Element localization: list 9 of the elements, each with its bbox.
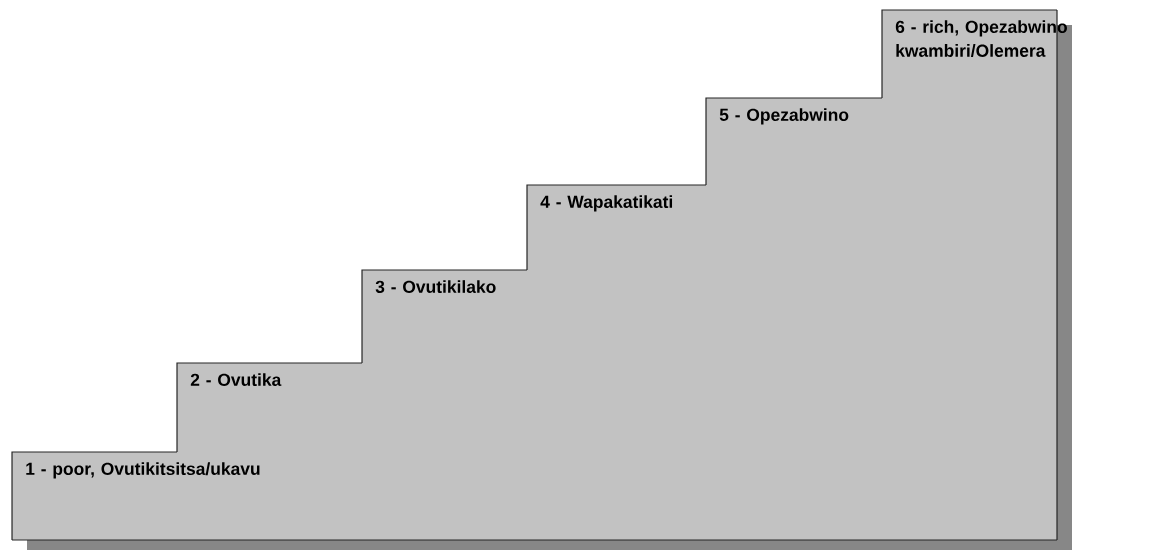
stair-step: 3 - Ovutikilako — [361, 269, 1058, 364]
stair-step: 1 - poor, Ovutikitsitsa/ukavu — [11, 451, 1058, 541]
node-label: 1 - poor, Ovutikitsitsa/ukavu — [26, 462, 260, 479]
stair-step: 4 - Wapakatikati — [526, 184, 1058, 271]
node-label: 4 - Wapakatikati — [540, 195, 673, 212]
node-label: 3 - Ovutikilako — [375, 280, 496, 294]
node-label: 5 - Opezabwino — [719, 108, 849, 125]
node-label: 2 - Ovutika — [190, 373, 282, 386]
stair-step: 2 - Ovutika — [176, 362, 1058, 453]
